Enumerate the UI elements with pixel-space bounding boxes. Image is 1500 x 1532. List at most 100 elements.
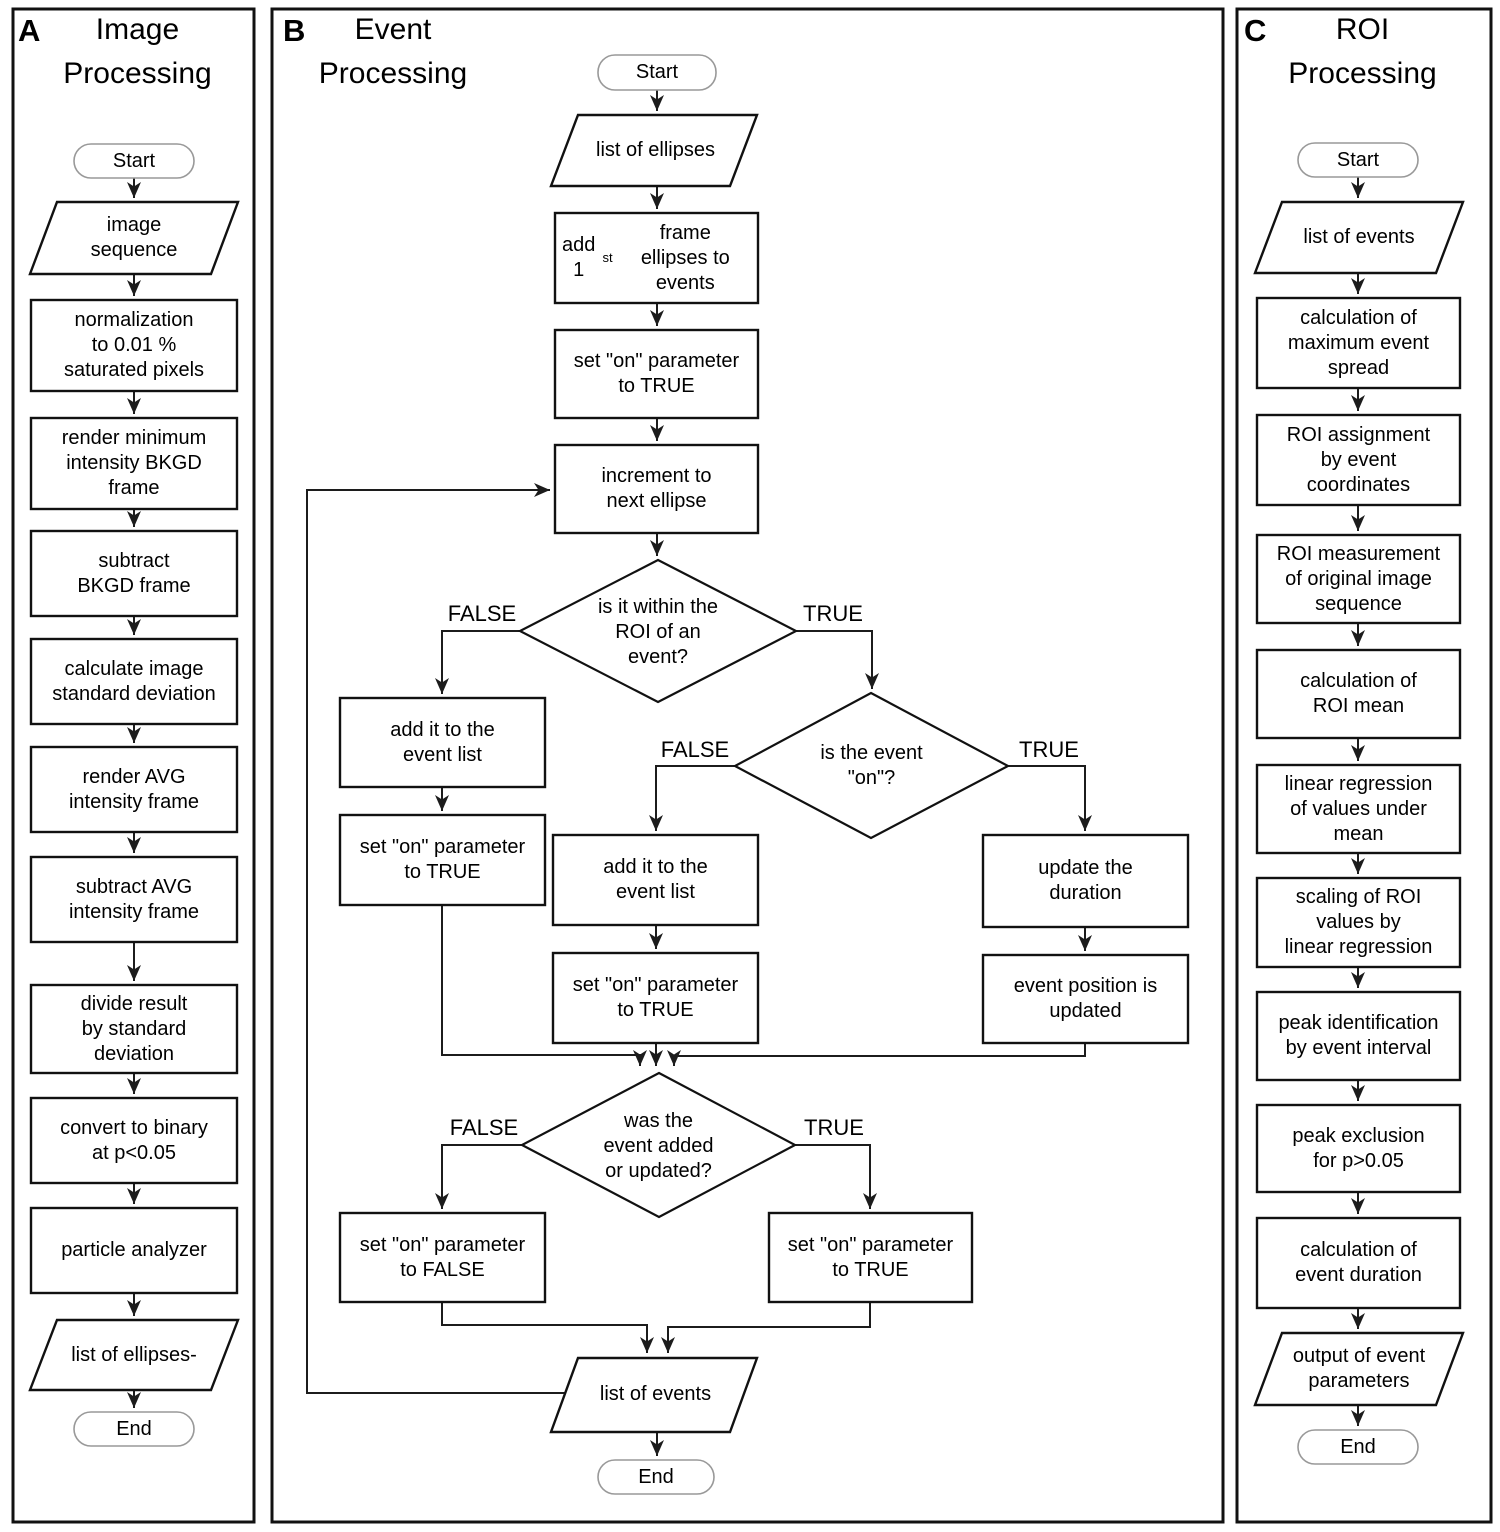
process-subtract-avg: subtract AVG intensity frame bbox=[68, 875, 200, 923]
edge-label-false-added: FALSE bbox=[449, 1115, 519, 1140]
terminal-end-b-shape bbox=[597, 1459, 715, 1495]
process-render-avg: render AVG intensity frame bbox=[68, 765, 200, 813]
terminal-end-a-shape bbox=[73, 1411, 195, 1447]
process-peak-id-shape bbox=[1255, 990, 1462, 1082]
process-set-true-right: set "on" parameter to TRUE bbox=[787, 1233, 954, 1281]
terminal-start-b: Start bbox=[635, 61, 679, 83]
process-roi-measure: ROI measurement of original image sequen… bbox=[1276, 542, 1441, 615]
io-list-of-events-out-shape bbox=[549, 1356, 759, 1434]
panel-a-title: Image Processing bbox=[63, 13, 212, 90]
decision-added-updated-shape bbox=[519, 1071, 798, 1219]
process-render-min: render minimum intensity BKGD frame bbox=[61, 427, 207, 499]
panel-c-title: ROI Processing bbox=[1288, 13, 1437, 90]
process-set-true-top-shape bbox=[553, 328, 760, 420]
panel-a-letter: A bbox=[18, 13, 41, 48]
edge-label-true-roi: TRUE bbox=[803, 601, 863, 626]
panel-a-border bbox=[11, 7, 256, 1524]
process-max-spread: calculation of maximum event spread bbox=[1287, 306, 1430, 379]
io-output-parameters: output of event parameters bbox=[1292, 1345, 1426, 1392]
terminal-start-b-shape bbox=[597, 54, 717, 91]
panel-a-shapes bbox=[28, 143, 240, 1447]
process-set-true-left: set "on" parameter to TRUE bbox=[359, 836, 526, 883]
decision-within-roi-shape bbox=[517, 558, 799, 704]
process-peak-excl-shape bbox=[1255, 1103, 1462, 1194]
io-list-of-ellipses-out: list of ellipses- bbox=[71, 1343, 197, 1366]
process-event-position: event position is updated bbox=[1013, 975, 1158, 1022]
loop-back-connector bbox=[306, 483, 568, 1394]
process-set-true-mid: set "on" parameter to TRUE bbox=[572, 974, 739, 1021]
io-list-of-ellipses-in: list of ellipses bbox=[596, 139, 715, 161]
process-event-position-shape bbox=[981, 953, 1190, 1045]
process-set-true-left-shape bbox=[338, 813, 547, 907]
process-particle: particle analyzer bbox=[61, 1239, 207, 1261]
process-roi-measure-shape bbox=[1255, 533, 1462, 625]
terminal-start-c: Start bbox=[1336, 148, 1380, 171]
process-max-spread-shape bbox=[1255, 296, 1462, 390]
panel-b-letter: B bbox=[283, 13, 306, 48]
process-particle-shape bbox=[29, 1206, 239, 1295]
process-scaling: scaling of ROI values by linear regressi… bbox=[1284, 886, 1433, 958]
edge-label-true-added: TRUE bbox=[804, 1115, 864, 1140]
io-list-of-events-in: list of events bbox=[1303, 226, 1415, 248]
process-increment: increment to next ellipse bbox=[601, 465, 712, 512]
edge-label-true-on: TRUE bbox=[1019, 737, 1079, 762]
process-roi-assign: ROI assignment by event coordinates bbox=[1286, 423, 1431, 496]
io-list-of-ellipses-out-shape bbox=[28, 1318, 240, 1392]
terminal-end-c: End bbox=[1340, 1435, 1376, 1458]
process-normalization: normalization to 0.01 % saturated pixels bbox=[63, 309, 205, 381]
process-add-first-frame-shape bbox=[553, 211, 760, 305]
edge-label-false-on: FALSE bbox=[660, 737, 730, 762]
process-add-mid: add it to the event list bbox=[603, 856, 708, 903]
process-add-mid-shape bbox=[551, 833, 760, 927]
add-first-post: frame ellipses to events bbox=[640, 221, 730, 294]
process-subtract-bkgd-shape bbox=[29, 529, 239, 618]
process-peak-excl: peak exclusion for p>0.05 bbox=[1292, 1124, 1425, 1172]
process-divide: divide result by standard deviation bbox=[80, 992, 188, 1065]
panel-c-shapes bbox=[1253, 142, 1465, 1465]
decision-added-updated: was the event added or updated? bbox=[603, 1109, 714, 1182]
process-subtract-bkgd: subtract BKGD frame bbox=[77, 549, 191, 597]
panel-b-shapes bbox=[338, 54, 1190, 1495]
process-set-true-mid-shape bbox=[551, 951, 760, 1045]
terminal-end-a: End bbox=[116, 1417, 152, 1440]
process-subtract-avg-shape bbox=[29, 855, 239, 944]
terminal-end-b: End bbox=[638, 1465, 674, 1488]
add-first-pre: add 1 bbox=[562, 234, 596, 281]
process-roi-mean-shape bbox=[1255, 648, 1462, 740]
terminal-start-c-shape bbox=[1297, 142, 1419, 178]
process-linreg: linear regression of values under mean bbox=[1284, 772, 1433, 845]
process-binary-shape bbox=[29, 1096, 239, 1185]
panel-c-border bbox=[1235, 7, 1493, 1524]
process-divide-shape bbox=[29, 983, 239, 1075]
process-roi-mean: calculation of ROI mean bbox=[1300, 670, 1417, 717]
process-set-false: set "on" parameter to FALSE bbox=[359, 1233, 526, 1281]
io-list-of-ellipses-in-shape bbox=[549, 113, 759, 188]
terminal-start-a-shape bbox=[73, 143, 195, 179]
process-linreg-shape bbox=[1255, 763, 1462, 855]
decision-within-roi: is it within the ROI of an event? bbox=[597, 595, 719, 668]
process-update-duration-shape bbox=[981, 833, 1190, 929]
process-calc-sd: calculate image standard deviation bbox=[52, 657, 216, 705]
decision-event-on-shape bbox=[732, 691, 1011, 840]
edge-label-false-roi: FALSE bbox=[447, 601, 517, 626]
process-add-left-shape bbox=[338, 696, 547, 789]
process-peak-id: peak identification by event interval bbox=[1278, 1012, 1439, 1059]
process-increment-shape bbox=[553, 443, 760, 535]
terminal-end-c-shape bbox=[1297, 1429, 1419, 1465]
process-binary: convert to binary at p<0.05 bbox=[60, 1116, 208, 1164]
process-set-true-right-shape bbox=[767, 1211, 974, 1304]
io-list-of-events-in-shape bbox=[1253, 200, 1465, 275]
process-add-left: add it to the event list bbox=[390, 718, 495, 766]
panel-c-letter: C bbox=[1244, 13, 1267, 48]
panel-b-title: Event Processing bbox=[318, 13, 468, 90]
process-roi-assign-shape bbox=[1255, 413, 1462, 507]
decision-event-on: is the event "on"? bbox=[820, 742, 923, 789]
process-normalization-shape bbox=[29, 298, 239, 393]
terminal-start-a: Start bbox=[112, 149, 156, 172]
process-duration-shape bbox=[1255, 1216, 1462, 1310]
process-set-true-top: set "on" parameter to TRUE bbox=[573, 350, 740, 397]
process-update-duration: update the duration bbox=[1038, 857, 1133, 904]
